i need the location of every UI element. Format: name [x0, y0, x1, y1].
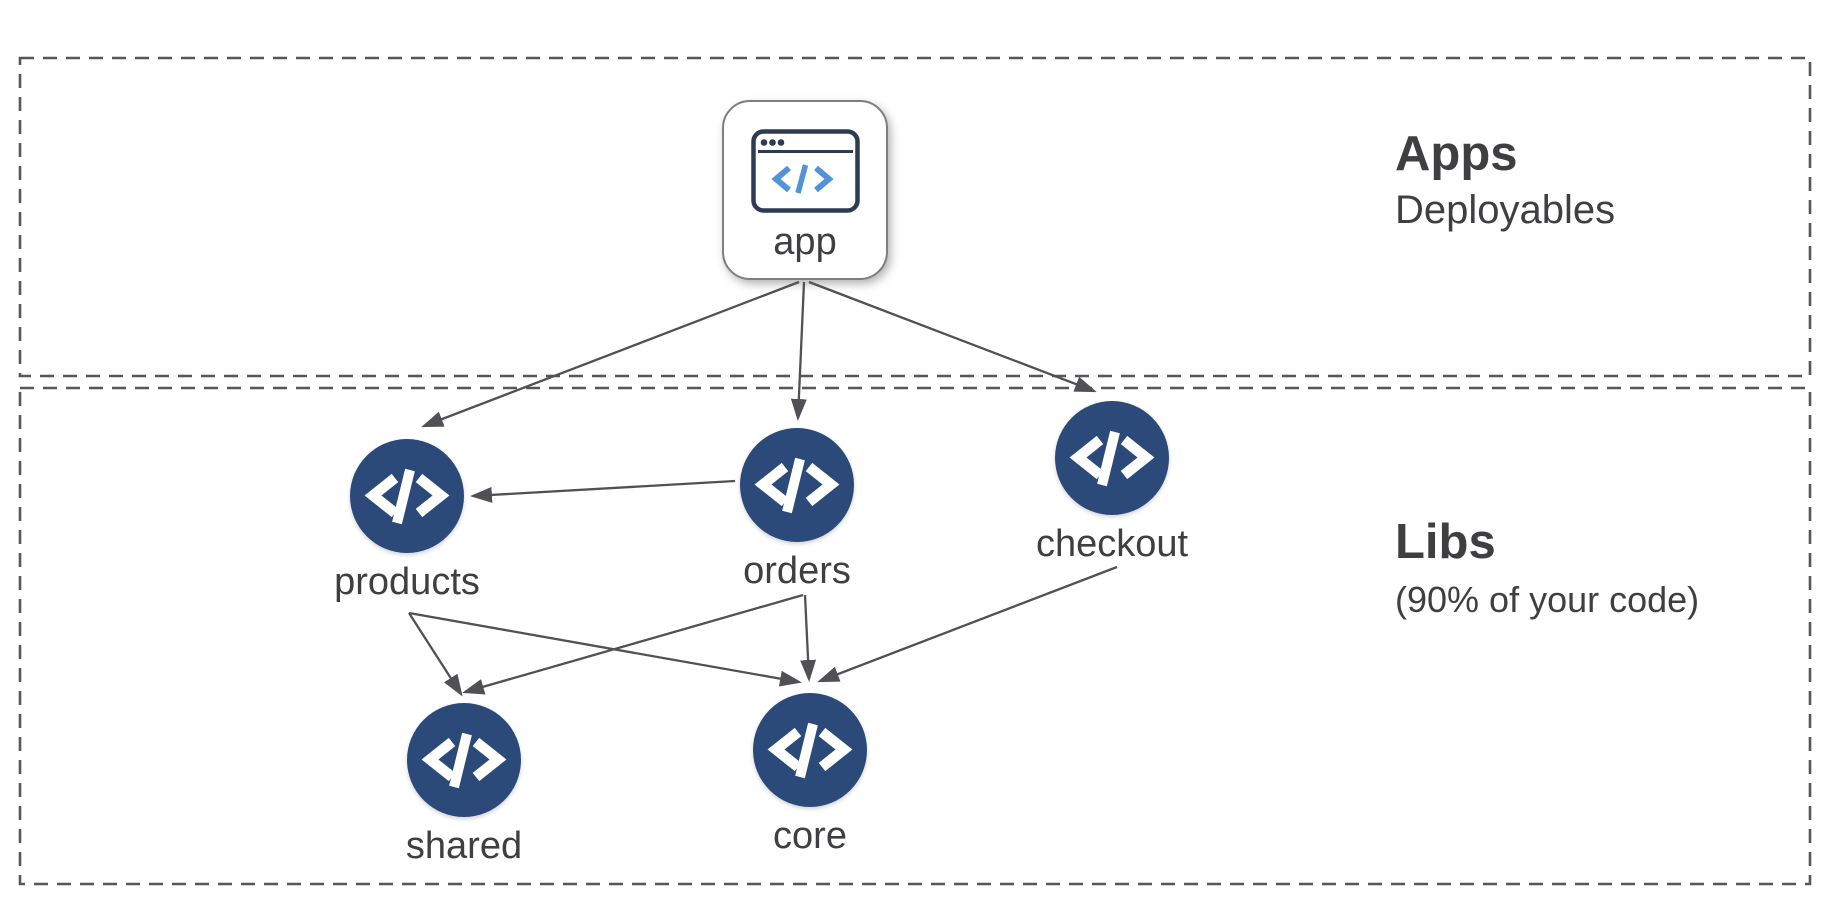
libs-zone-subtitle: (90% of your code) [1395, 579, 1700, 621]
edge-app-products [421, 280, 800, 428]
lib-node-label: products [334, 561, 480, 603]
node-products: products [334, 439, 480, 603]
code-icon [407, 703, 521, 817]
node-core: core [753, 693, 867, 857]
edge-checkout-core [817, 565, 1118, 683]
browser-code-window-icon [750, 129, 860, 213]
libs-section-label: Libs (90% of your code) [1395, 514, 1699, 621]
edge-app-orders [790, 281, 807, 421]
edge-products-shared [408, 612, 463, 697]
app-node-label: app [773, 221, 837, 263]
code-glyph-icon [770, 164, 834, 194]
edge-products-core [408, 611, 802, 687]
apps-section-label: Apps Deployables [1395, 126, 1615, 233]
libs-zone-border [18, 386, 1812, 886]
apps-zone-subtitle: Deployables [1395, 188, 1616, 233]
edge-orders-shared [462, 593, 804, 695]
lib-node-label: orders [743, 550, 851, 592]
node-app: app [722, 100, 888, 280]
edge-orders-core [800, 594, 817, 682]
code-icon [350, 439, 464, 553]
code-icon [1055, 401, 1169, 515]
dependency-edges [408, 280, 1118, 697]
node-checkout: checkout [1036, 401, 1188, 565]
edge-app-checkout [808, 280, 1097, 393]
node-orders: orders [740, 428, 854, 592]
node-shared: shared [406, 703, 522, 867]
edge-orders-products [470, 479, 736, 503]
code-icon [753, 693, 867, 807]
code-icon [740, 428, 854, 542]
apps-zone-title: Apps [1395, 127, 1518, 181]
lib-node-label: core [773, 815, 847, 857]
libs-zone-title: Libs [1395, 515, 1496, 569]
lib-node-label: checkout [1035, 523, 1189, 565]
lib-node-label: shared [405, 825, 523, 867]
apps-zone-border [18, 56, 1812, 378]
